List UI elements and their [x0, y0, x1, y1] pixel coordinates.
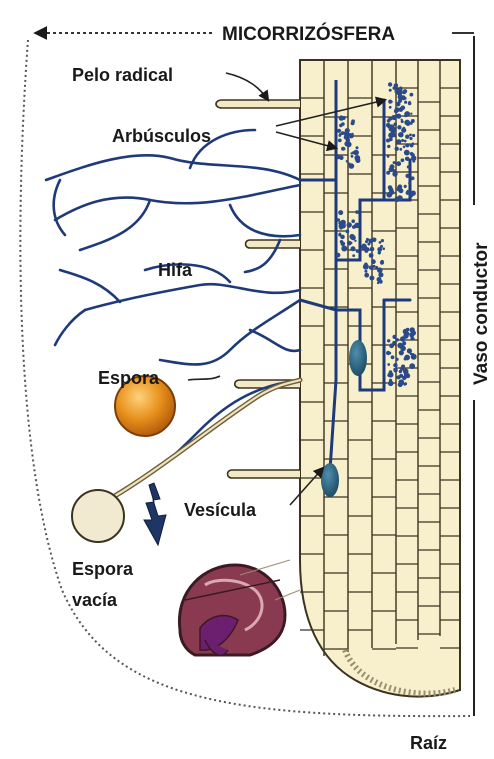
root-hair — [246, 240, 301, 248]
vesicle — [349, 340, 367, 376]
vesicle — [321, 463, 339, 497]
espora-label: Espora — [98, 368, 160, 388]
hypha — [160, 300, 300, 364]
hifa-label: Hifa — [158, 260, 193, 280]
external-hyphae — [46, 130, 300, 480]
pelo-radical-leader — [226, 73, 268, 100]
raiz-label: Raíz — [410, 733, 447, 753]
hypha — [60, 270, 120, 302]
root-hair — [216, 100, 300, 108]
espora-leader — [188, 376, 220, 380]
hypha — [46, 155, 300, 180]
empty-spore — [72, 490, 124, 542]
pelo-radical-label: Pelo radical — [72, 65, 173, 85]
espora-vacia-label-line1: Espora — [72, 559, 134, 579]
down-arrow-icon — [144, 483, 166, 545]
hypha — [80, 200, 150, 250]
transition-arrow — [144, 483, 166, 545]
hypha — [85, 284, 300, 310]
hypha — [250, 330, 300, 351]
hypha — [55, 185, 300, 220]
espora-vacia-label-line2: vacía — [72, 590, 118, 610]
vaso-conductor-label: Vaso conductor — [471, 242, 492, 385]
hypha — [54, 180, 65, 235]
hypha — [55, 310, 85, 345]
root-hair — [228, 470, 301, 478]
hypha — [230, 205, 300, 236]
germinating-spore — [179, 560, 300, 655]
micorrizosfera-label: MICORRIZÓSFERA — [222, 23, 395, 45]
arbusculos-label: Arbúsculos — [112, 126, 211, 146]
spore-wall — [179, 565, 285, 655]
vesicula-label: Vesícula — [184, 500, 257, 520]
root-hairs — [216, 100, 300, 478]
root-tissue — [300, 60, 460, 697]
